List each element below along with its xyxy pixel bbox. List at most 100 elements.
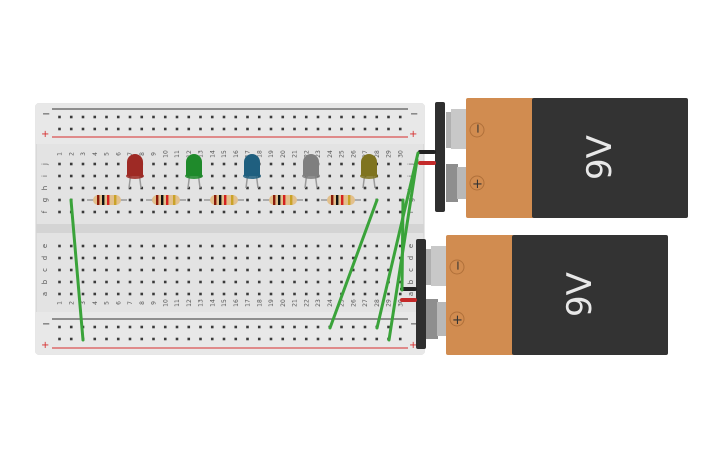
rail-hole[interactable]: [257, 325, 261, 329]
breadboard-hole[interactable]: [281, 210, 285, 214]
rail-hole[interactable]: [116, 337, 120, 341]
breadboard-hole[interactable]: [187, 280, 191, 284]
led-gray[interactable]: [302, 154, 320, 189]
breadboard-hole[interactable]: [69, 268, 73, 272]
breadboard-hole[interactable]: [316, 268, 320, 272]
rail-hole[interactable]: [116, 115, 120, 119]
breadboard-hole[interactable]: [269, 186, 273, 190]
breadboard-hole[interactable]: [234, 244, 238, 248]
breadboard-hole[interactable]: [163, 162, 167, 166]
breadboard-hole[interactable]: [257, 292, 261, 296]
breadboard-hole[interactable]: [281, 268, 285, 272]
breadboard-hole[interactable]: [128, 256, 132, 260]
breadboard-hole[interactable]: [293, 174, 296, 178]
breadboard-hole[interactable]: [105, 268, 108, 272]
rail-hole[interactable]: [363, 337, 367, 341]
breadboard-hole[interactable]: [257, 268, 261, 272]
rail-hole[interactable]: [93, 127, 97, 131]
breadboard-hole[interactable]: [375, 256, 379, 260]
breadboard-hole[interactable]: [222, 210, 226, 214]
breadboard-hole[interactable]: [187, 292, 191, 296]
battery-bottom[interactable]: − + 9V: [416, 235, 668, 355]
breadboard-hole[interactable]: [328, 210, 332, 214]
breadboard-hole[interactable]: [81, 244, 85, 248]
breadboard-hole[interactable]: [387, 210, 390, 214]
breadboard-hole[interactable]: [363, 268, 367, 272]
rail-hole[interactable]: [69, 115, 73, 119]
breadboard-hole[interactable]: [304, 256, 308, 260]
breadboard-hole[interactable]: [387, 292, 390, 296]
rail-hole[interactable]: [199, 325, 202, 329]
breadboard-hole[interactable]: [152, 268, 155, 272]
breadboard-hole[interactable]: [152, 174, 155, 178]
breadboard-hole[interactable]: [304, 268, 308, 272]
breadboard-hole[interactable]: [152, 162, 155, 166]
rail-hole[interactable]: [363, 325, 367, 329]
breadboard-hole[interactable]: [328, 292, 332, 296]
rail-hole[interactable]: [210, 337, 214, 341]
breadboard-hole[interactable]: [246, 268, 249, 272]
breadboard-hole[interactable]: [152, 280, 155, 284]
breadboard-hole[interactable]: [304, 244, 308, 248]
breadboard-hole[interactable]: [387, 198, 390, 202]
breadboard-hole[interactable]: [398, 210, 402, 214]
rail-hole[interactable]: [351, 115, 355, 119]
breadboard-hole[interactable]: [234, 280, 238, 284]
breadboard-hole[interactable]: [116, 162, 120, 166]
breadboard-hole[interactable]: [81, 198, 85, 202]
breadboard-hole[interactable]: [375, 244, 379, 248]
rail-hole[interactable]: [234, 337, 238, 341]
breadboard-hole[interactable]: [293, 256, 296, 260]
breadboard-hole[interactable]: [163, 268, 167, 272]
breadboard-hole[interactable]: [175, 256, 179, 260]
breadboard-hole[interactable]: [316, 292, 320, 296]
breadboard-hole[interactable]: [293, 268, 296, 272]
rail-hole[interactable]: [152, 325, 155, 329]
breadboard-hole[interactable]: [210, 162, 214, 166]
rail-hole[interactable]: [351, 337, 355, 341]
breadboard-hole[interactable]: [58, 210, 61, 214]
battery-top[interactable]: − + 9V: [435, 98, 688, 218]
breadboard-hole[interactable]: [175, 210, 179, 214]
breadboard-hole[interactable]: [293, 244, 296, 248]
breadboard-hole[interactable]: [269, 292, 273, 296]
rail-hole[interactable]: [140, 325, 144, 329]
resistor[interactable]: [321, 195, 361, 205]
breadboard-hole[interactable]: [140, 256, 144, 260]
breadboard-hole[interactable]: [234, 186, 238, 190]
breadboard-hole[interactable]: [58, 244, 61, 248]
breadboard-hole[interactable]: [152, 256, 155, 260]
breadboard-hole[interactable]: [93, 210, 97, 214]
rail-hole[interactable]: [128, 127, 132, 131]
rail-hole[interactable]: [269, 127, 273, 131]
breadboard-hole[interactable]: [351, 162, 355, 166]
breadboard-hole[interactable]: [187, 256, 191, 260]
breadboard-hole[interactable]: [293, 210, 296, 214]
rail-hole[interactable]: [340, 337, 343, 341]
rail-hole[interactable]: [375, 127, 379, 131]
breadboard-hole[interactable]: [375, 292, 379, 296]
breadboard-hole[interactable]: [234, 256, 238, 260]
breadboard-hole[interactable]: [93, 174, 97, 178]
breadboard-hole[interactable]: [187, 210, 191, 214]
breadboard-hole[interactable]: [105, 244, 108, 248]
breadboard-hole[interactable]: [163, 186, 167, 190]
rail-hole[interactable]: [69, 337, 73, 341]
breadboard-hole[interactable]: [116, 256, 120, 260]
breadboard-hole[interactable]: [328, 162, 332, 166]
rail-hole[interactable]: [269, 337, 273, 341]
breadboard-hole[interactable]: [398, 162, 402, 166]
breadboard-hole[interactable]: [222, 292, 226, 296]
breadboard-hole[interactable]: [175, 186, 179, 190]
breadboard-hole[interactable]: [93, 162, 97, 166]
breadboard-hole[interactable]: [116, 186, 120, 190]
rail-hole[interactable]: [363, 115, 367, 119]
breadboard-hole[interactable]: [222, 186, 226, 190]
rail-hole[interactable]: [152, 127, 155, 131]
breadboard-hole[interactable]: [340, 256, 343, 260]
breadboard-hole[interactable]: [269, 256, 273, 260]
breadboard-hole[interactable]: [58, 280, 61, 284]
breadboard-hole[interactable]: [269, 268, 273, 272]
breadboard-hole[interactable]: [398, 280, 402, 284]
breadboard-hole[interactable]: [246, 244, 249, 248]
